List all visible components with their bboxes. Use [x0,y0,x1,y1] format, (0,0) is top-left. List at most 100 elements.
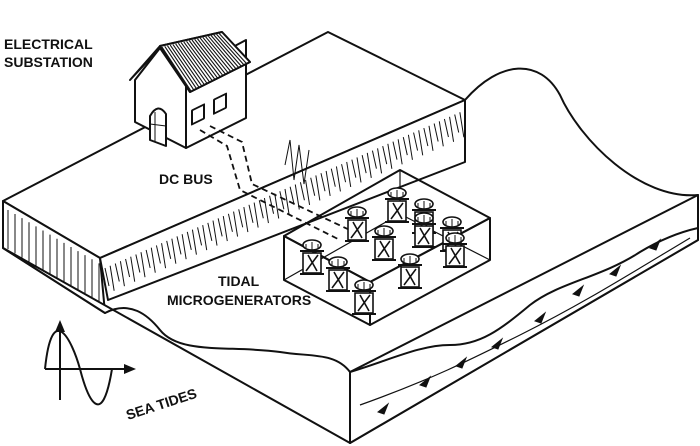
hatch-line [397,139,403,165]
hatch-line [407,134,413,160]
hatch-line [197,38,226,75]
hatch-line [279,191,285,210]
sea-floor-outline [349,67,699,444]
hatch-line [202,37,231,72]
tide-waterline [349,227,699,373]
hatch-line [150,247,156,273]
hatch-line [109,265,115,291]
hatch-line [387,143,393,169]
hatch-line [169,44,200,88]
hatch-line [222,216,228,242]
hatch-line [258,200,264,219]
hatch-line [346,161,352,187]
hatch-line [366,152,372,178]
tide-current-path [359,237,691,406]
microgenerator-unit [412,212,436,248]
hatch-line [155,245,161,264]
hatch-line [351,159,357,178]
hatch-line [217,218,223,237]
hatch-line [161,46,192,92]
hatch-line [335,166,341,192]
hatch-line [284,188,290,215]
hatch-line [177,42,208,84]
hatch-line [402,136,408,156]
hatch-line [269,195,275,214]
hatch-line [443,118,449,138]
hatch-line [330,168,336,187]
label-tidal-line2: MICROGENERATORS [167,292,311,308]
hatch-line [119,261,125,287]
hatch-line [171,238,177,264]
hatch-line [253,202,259,228]
microgenerator-unit [352,279,376,315]
hatch-line [125,258,131,278]
hatch-line [202,225,208,251]
hatch-line [361,155,367,174]
hatch-line [433,123,439,142]
cable-cliff-crossing [284,139,310,185]
hatch-line [161,243,167,269]
hatch-line [449,116,455,142]
house-door [149,107,167,147]
hatch-line [459,112,465,138]
hatch-line [371,150,377,169]
hatch-line [438,121,444,147]
hatch-line [188,40,218,79]
hatch-line [428,125,434,151]
hatch-line [186,40,216,80]
hatch-line [238,209,244,228]
hatch-line [227,213,233,232]
hatch-line [233,211,239,237]
hatch-line [183,41,213,81]
label-dc-bus: DC BUS [159,171,213,187]
arrow-icon [571,284,585,297]
hatch-line [176,236,182,255]
hatch-line [274,193,280,219]
microgenerator-unit [443,232,467,268]
hatch-line [130,256,136,282]
tidal-microgenerators [300,187,467,315]
shore-hatch [7,209,100,306]
hatch-line [413,132,419,151]
microgenerator-unit [326,256,350,292]
hatch-line [377,148,383,174]
label-tidal-line1: TIDAL [218,273,260,289]
arrow-icon [533,311,547,324]
hatch-line [320,173,326,192]
hatch-line [382,146,388,165]
hatch-line [186,231,192,250]
dc-bus-cables [199,125,355,241]
hatch-line [145,249,151,269]
hatch-line [248,204,254,223]
arrow-icon [418,375,432,388]
hatch-line [325,170,331,197]
hatch-line [341,164,347,183]
hatch-line [454,114,460,133]
hatch-line [243,206,249,233]
hatch-line [197,227,203,246]
hatch-line [216,33,245,66]
house-window-2 [213,92,227,115]
roof-hatch [161,33,247,92]
hatch-line [175,43,205,85]
cliff-hatch [104,112,465,291]
electrical-substation-house [129,31,251,149]
hatch-line [213,34,242,67]
hatch-line [166,240,172,260]
hatch-line [299,182,305,201]
hatch-line [289,186,295,205]
arrow-icon [648,238,662,251]
hatch-line [104,267,110,287]
hatch-line [140,252,146,278]
hatch-line [315,175,321,201]
hatch-line [207,222,213,241]
microgenerator-unit [398,253,422,289]
sea-basin [2,247,351,444]
hatch-line [114,263,120,282]
hatch-line [135,254,141,273]
microgenerator-unit [385,187,409,223]
tide-arrows [376,238,662,415]
hatch-line [164,46,195,90]
hatch-line [191,229,197,255]
